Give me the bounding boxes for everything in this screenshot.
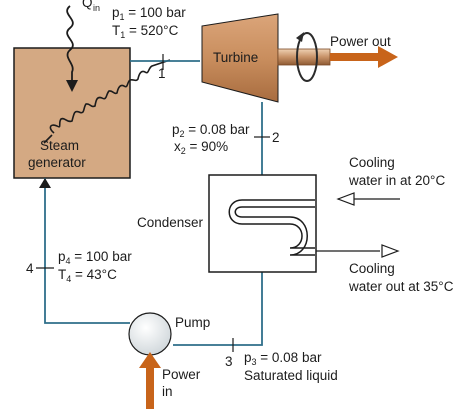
- cooling-in-line1: Cooling: [349, 155, 395, 170]
- condenser-coil-inner: [234, 206, 315, 256]
- turbine-body: [201, 13, 279, 103]
- state3-number: 3: [225, 354, 233, 369]
- rotation-arrowhead-icon: [296, 32, 304, 42]
- cooling-in-line2: water in at 20°C: [348, 173, 445, 188]
- coil-tail: [43, 134, 53, 144]
- state2-quality: x2 = 90%: [174, 139, 228, 156]
- pipe-4-pump-to-generator: [44, 178, 130, 324]
- state3-pressure: p3 = 0.08 bar: [244, 350, 322, 367]
- power-out-label: Power out: [330, 34, 391, 49]
- cooling-out-line1: Cooling: [349, 261, 395, 276]
- power-in-arrow: [139, 352, 161, 409]
- heat-input-q: Q: [82, 0, 93, 10]
- state2-pressure: p2 = 0.08 bar: [172, 122, 250, 139]
- pipe-3-condenser-to-pump: [173, 272, 263, 346]
- state4-temperature: T4 = 43°C: [58, 267, 117, 284]
- pump-circle: [128, 312, 172, 356]
- power-out-arrow: [330, 46, 398, 68]
- steam-generator-label-line1: Steam: [40, 138, 79, 153]
- state4-number: 4: [26, 261, 34, 276]
- state2-number: 2: [272, 130, 280, 145]
- state1-pressure: p1 = 100 bar: [112, 5, 186, 22]
- pump-label: Pump: [175, 315, 210, 330]
- rotation-arrow-icon: [296, 32, 318, 82]
- heat-input-arrowhead: [66, 80, 78, 92]
- turbine-shaft: [277, 48, 331, 66]
- heat-input-wave: [66, 5, 74, 84]
- cooling-out-line2: water out at 35°C: [348, 279, 454, 294]
- flow-arrow-up: [39, 178, 51, 188]
- state4-pressure: p4 = 100 bar: [58, 249, 132, 266]
- state1-number: 1: [158, 66, 166, 81]
- condenser-label: Condenser: [137, 215, 204, 230]
- power-in-line1: Power: [162, 367, 201, 382]
- condenser-coil-outer: [228, 199, 315, 249]
- cooling-in-arrowhead: [336, 192, 355, 206]
- heat-input-sub: in: [93, 3, 100, 13]
- state3-note: Saturated liquid: [244, 368, 338, 383]
- turbine-label: Turbine: [213, 50, 258, 65]
- steam-generator-label-line2: generator: [28, 155, 86, 170]
- state1-temperature: T1 = 520°C: [112, 23, 179, 40]
- power-in-line2: in: [162, 384, 173, 399]
- cooling-out-arrowhead: [381, 244, 400, 258]
- generator-coil: [49, 59, 171, 134]
